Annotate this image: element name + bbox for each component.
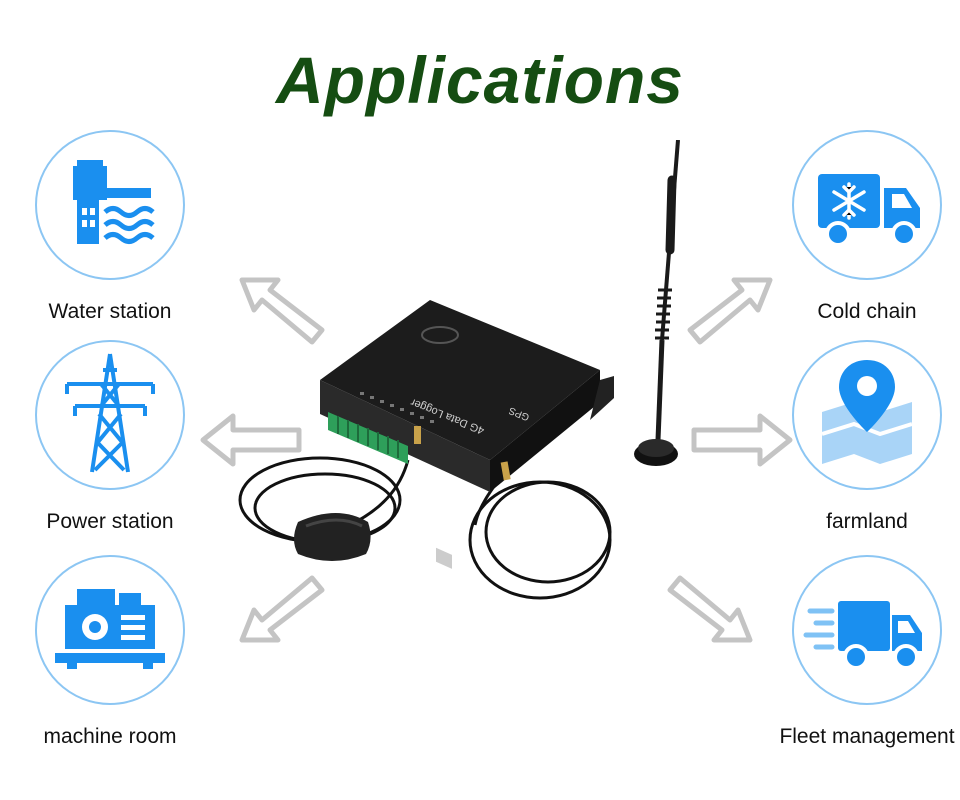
fast-truck-icon (803, 601, 922, 670)
machine-room-circle (35, 555, 185, 705)
generator-icon (55, 589, 165, 669)
map-pin-icon (821, 360, 913, 464)
fleet-management-circle (792, 555, 942, 705)
refrigerated-truck-icon (818, 174, 920, 247)
app-label: Water station (48, 300, 172, 323)
arrow-up-left-icon (239, 277, 325, 345)
power-station-circle (35, 340, 185, 490)
app-cold-chain: Cold chain (772, 130, 960, 324)
arrow-left-icon (200, 413, 302, 467)
arrow-down-right-icon (667, 575, 753, 643)
app-farmland: farmland (772, 340, 960, 534)
app-label: machine room (43, 725, 177, 748)
arrow-right-icon (691, 413, 793, 467)
data-logger-device-illustration: 4G Data Logger GPS (238, 300, 614, 600)
farmland-circle (792, 340, 942, 490)
gps-antenna-puck (294, 513, 371, 561)
app-machine-room: machine room (15, 555, 205, 749)
lte-antenna (634, 140, 680, 466)
app-label: Cold chain (817, 300, 917, 323)
app-fleet-management: Fleet management (772, 555, 960, 749)
page-title: Applications (275, 43, 685, 117)
app-water-station: Water station (15, 130, 205, 324)
app-power-station: Power station (15, 340, 205, 534)
water-station-icon (73, 160, 155, 244)
power-tower-icon (65, 353, 155, 473)
cold-chain-circle (792, 130, 942, 280)
data-logger-box: 4G Data Logger GPS (320, 300, 614, 569)
app-label: farmland (826, 510, 908, 533)
water-station-circle (35, 130, 185, 280)
app-label: Power station (46, 510, 174, 533)
arrow-down-left-icon (239, 575, 325, 643)
arrow-up-right-icon (687, 277, 773, 345)
app-label: Fleet management (779, 725, 955, 748)
